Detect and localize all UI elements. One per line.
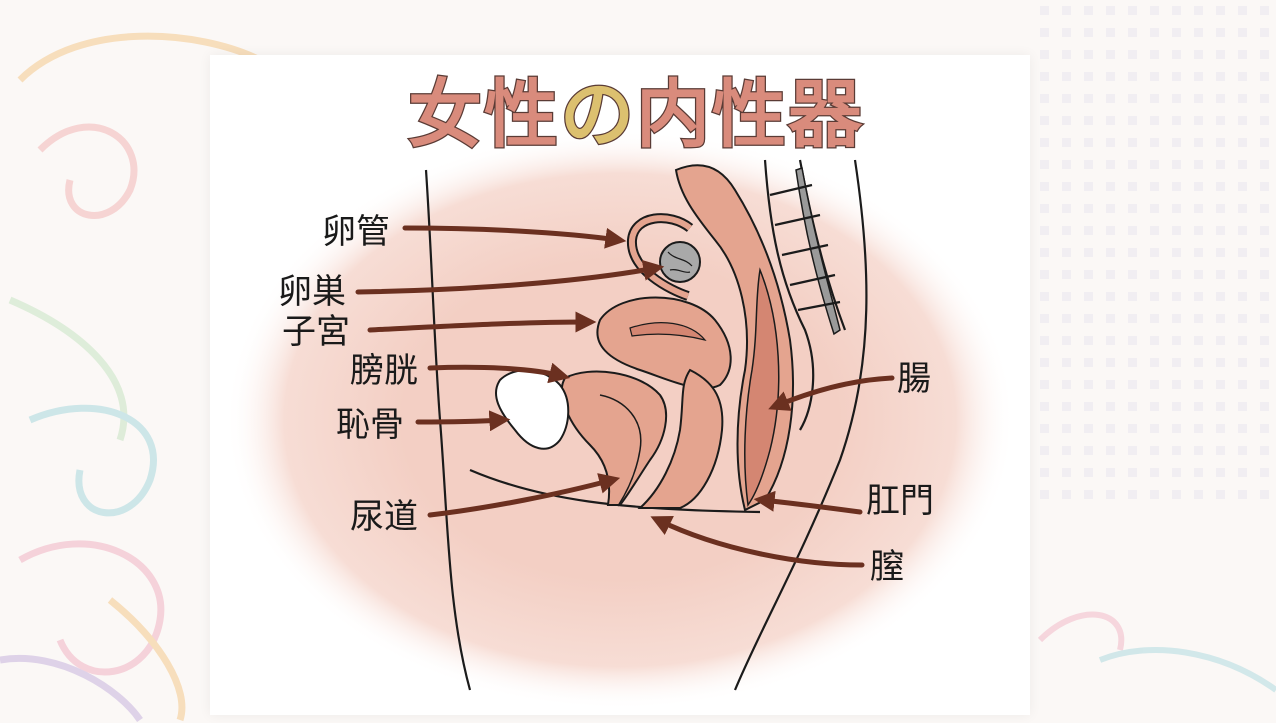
label-ovary: 卵巣 — [278, 272, 346, 312]
title-part-2: の — [560, 72, 636, 158]
title-part-3: 内性器 — [636, 72, 864, 158]
label-intestine: 腸 — [897, 359, 931, 399]
arrow-pubic-bone — [418, 420, 502, 422]
label-urethra: 尿道 — [350, 497, 418, 537]
label-anus: 肛門 — [866, 481, 934, 521]
title-part-1: 女性 — [408, 72, 560, 158]
label-uterus: 子宮 — [282, 312, 350, 352]
diagram-title: 女性の内性器 — [408, 72, 864, 158]
label-pubic-bone: 恥骨 — [336, 405, 404, 445]
label-fallopian-tube: 卵管 — [322, 212, 390, 252]
label-vagina: 膣 — [870, 547, 904, 587]
label-bladder: 膀胱 — [350, 351, 418, 391]
ovary — [660, 242, 700, 282]
